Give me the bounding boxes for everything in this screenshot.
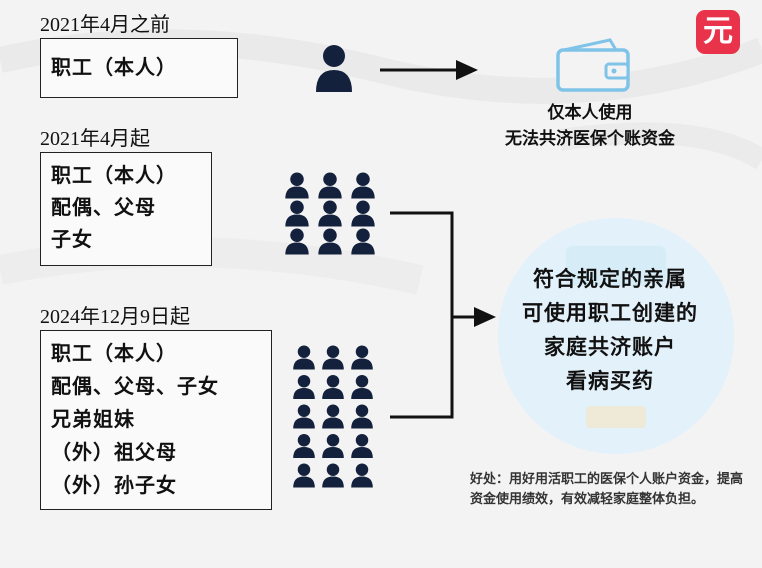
- person-icon: [351, 228, 375, 255]
- wallet-caption-line2: 无法共济医保个账资金: [505, 129, 675, 149]
- person-icon: [351, 345, 373, 370]
- benefit-footnote: 好处：用好用活职工的医保个人账户资金，提高资金使用绩效，有效减轻家庭整体负担。: [470, 472, 744, 507]
- person-group-icon: [293, 345, 373, 488]
- member-line: 兄弟姐妹: [51, 407, 135, 431]
- member-line: （外）祖父母: [51, 440, 177, 464]
- person-icon: [285, 228, 309, 255]
- person-icon: [351, 463, 373, 488]
- person-icon: [318, 172, 342, 199]
- connector-arrow-icon: [390, 211, 496, 419]
- person-icon: [293, 433, 315, 458]
- person-icon: [351, 433, 373, 458]
- logo-icon: 元: [696, 10, 740, 54]
- person-icon: [293, 404, 315, 429]
- shared-account-text: 符合规定的亲属 可使用职工创建的 家庭共济账户 看病买药: [480, 262, 740, 398]
- shared-account-line2: 可使用职工创建的: [522, 300, 698, 325]
- wallet-caption-line1: 仅本人使用: [547, 103, 633, 123]
- member-line: 配偶、父母、子女: [51, 374, 219, 398]
- member-line: 职工（本人）: [51, 163, 177, 187]
- shared-account-line3: 家庭共济账户: [544, 334, 676, 359]
- wallet-icon: [556, 38, 630, 92]
- person-icon: [285, 200, 309, 227]
- person-icon: [318, 200, 342, 227]
- member-line: 子女: [51, 227, 93, 251]
- person-icon: [318, 228, 342, 255]
- member-line: 职工（本人）: [51, 341, 177, 365]
- shared-account-circle: [498, 218, 734, 454]
- shared-account-line1: 符合规定的亲属: [533, 266, 687, 291]
- person-icon: [351, 172, 375, 199]
- person-icon: [351, 374, 373, 399]
- arrow-right-icon: [380, 60, 478, 80]
- era1-members-box: 职工（本人）: [40, 38, 238, 98]
- member-line: 职工（本人）: [51, 55, 177, 79]
- person-icon: [293, 374, 315, 399]
- person-icon: [351, 404, 373, 429]
- person-icon: [322, 433, 344, 458]
- era-title-2021-before: 2021年4月之前: [40, 14, 170, 36]
- person-icon: [293, 463, 315, 488]
- person-icon: [322, 374, 344, 399]
- member-line: 配偶、父母: [51, 195, 156, 219]
- person-icon: [322, 345, 344, 370]
- person-icon: [351, 200, 375, 227]
- person-icon: [285, 172, 309, 199]
- shared-account-line4: 看病买药: [566, 368, 654, 393]
- wallet-caption: 仅本人使用 无法共济医保个账资金: [470, 100, 710, 152]
- era-title-2021-from: 2021年4月起: [40, 128, 150, 150]
- person-icon: [316, 45, 352, 92]
- person-icon: [322, 463, 344, 488]
- era2-members-box: 职工（本人） 配偶、父母 子女: [40, 152, 212, 266]
- person-icon: [293, 345, 315, 370]
- era3-members-box: 职工（本人） 配偶、父母、子女 兄弟姐妹 （外）祖父母 （外）孙子女: [40, 330, 272, 510]
- person-group-icon: [285, 172, 375, 255]
- person-icon: [322, 404, 344, 429]
- member-line: （外）孙子女: [51, 473, 177, 497]
- era-title-2024: 2024年12月9日起: [40, 306, 190, 328]
